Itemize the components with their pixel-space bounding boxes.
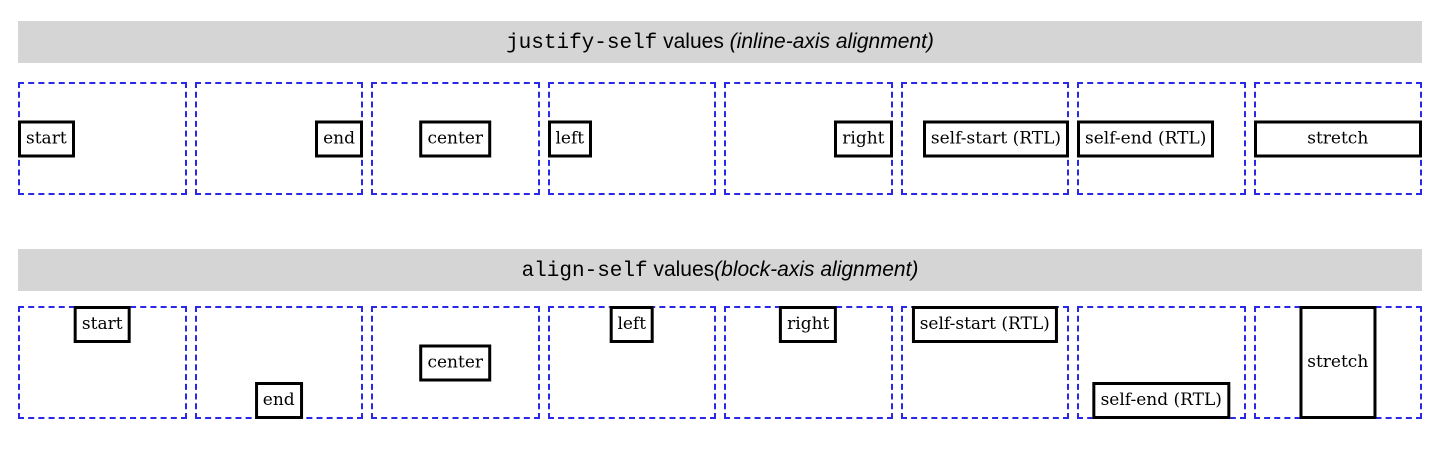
align-cell-right: right — [724, 306, 893, 419]
align-item-right: right — [779, 306, 838, 343]
justify-item-end: end — [315, 120, 363, 157]
align-cell-left: left — [547, 306, 716, 419]
justify-cell-start: start — [18, 82, 187, 195]
align-cell-stretch: stretch — [1253, 306, 1422, 419]
align-cell-start: start — [18, 306, 187, 419]
align-item-left: left — [609, 306, 655, 343]
justify-cell-self-end-rtl: self-end (RTL) — [1077, 82, 1246, 195]
align-item-end: end — [254, 382, 303, 419]
justify-cell-stretch: stretch — [1253, 82, 1422, 195]
justify-cell-center: center — [371, 82, 540, 195]
align-self-demo-row: start end center left right self-start (… — [18, 306, 1422, 419]
justify-item-self-start-rtl: self-start (RTL) — [922, 120, 1069, 157]
section-header-justify-self: justify-self values (inline-axis alignme… — [18, 21, 1422, 63]
justify-item-center: center — [419, 120, 492, 157]
align-item-stretch: stretch — [1299, 306, 1377, 419]
align-item-self-end-rtl: self-end (RTL) — [1092, 382, 1230, 419]
align-item-center: center — [419, 344, 492, 381]
align-self-code-text: align-self — [521, 260, 648, 283]
section-header-align-self: align-self values(block-axis alignment) — [18, 249, 1422, 291]
justify-self-code-text: justify-self — [506, 32, 658, 55]
align-self-axis-note: (block-axis alignment) — [714, 258, 919, 281]
justify-cell-right: right — [724, 82, 893, 195]
align-item-self-start-rtl: self-start (RTL) — [911, 306, 1058, 343]
align-self-values-text: values — [647, 258, 715, 281]
justify-cell-left: left — [547, 82, 716, 195]
align-cell-self-start-rtl: self-start (RTL) — [900, 306, 1069, 419]
justify-self-axis-note: (inline-axis alignment) — [729, 30, 934, 53]
justify-item-stretch: stretch — [1253, 120, 1422, 157]
justify-item-left: left — [547, 120, 593, 157]
justify-self-demo-row: start end center left right self-start (… — [18, 82, 1422, 195]
align-cell-end: end — [194, 306, 363, 419]
justify-cell-self-start-rtl: self-start (RTL) — [900, 82, 1069, 195]
justify-self-values-text: values — [657, 30, 730, 53]
justify-item-start: start — [18, 120, 75, 157]
align-cell-self-end-rtl: self-end (RTL) — [1077, 306, 1246, 419]
justify-cell-end: end — [194, 82, 363, 195]
justify-item-right: right — [834, 120, 893, 157]
justify-item-self-end-rtl: self-end (RTL) — [1077, 120, 1215, 157]
align-item-start: start — [73, 306, 131, 343]
align-cell-center: center — [371, 306, 540, 419]
